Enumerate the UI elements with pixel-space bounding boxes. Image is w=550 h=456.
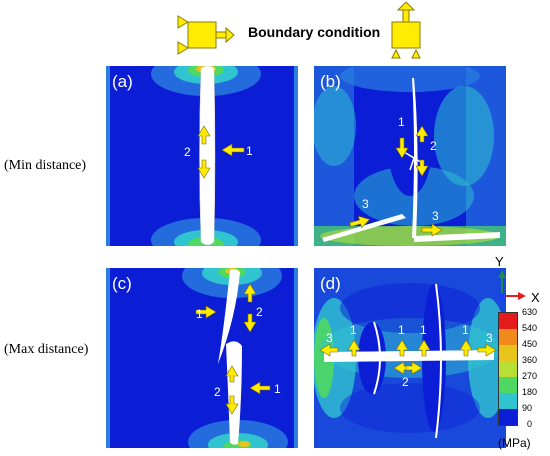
panel-c: (c) 1 2 2 1 <box>106 268 298 448</box>
panel-c-label: (c) <box>112 274 132 293</box>
legend-tick-630: 630 <box>522 307 538 317</box>
panel-d-num-1a: 1 <box>350 323 357 337</box>
panel-c-num-2a: 2 <box>256 305 263 319</box>
panel-c-num-2b: 2 <box>214 385 221 399</box>
panel-a-num-2: 2 <box>184 145 191 159</box>
panel-c-stress-field <box>106 268 298 448</box>
legend-tick-0: 0 <box>527 419 533 429</box>
legend-tick-180: 180 <box>522 387 538 397</box>
panel-b-num-3b: 3 <box>432 209 439 223</box>
legend-swatch-1 <box>498 312 518 329</box>
panel-d-num-3a: 3 <box>326 331 333 345</box>
panel-c-arrows: 1 2 2 1 <box>195 283 281 415</box>
panel-d-num-1c: 1 <box>420 323 427 337</box>
legend-swatch-2 <box>498 329 518 345</box>
panel-b: (b) 1 2 3 3 <box>314 66 506 246</box>
legend-swatch-3 <box>498 345 518 361</box>
axis-triad <box>494 256 544 306</box>
panel-d-num-3b: 3 <box>486 331 493 345</box>
legend-swatch-4 <box>498 361 518 377</box>
panel-b-num-3a: 3 <box>362 197 369 211</box>
panel-d-num-2: 2 <box>402 375 409 389</box>
legend-swatch-6 <box>498 393 518 409</box>
panel-d-stress-field <box>314 268 506 448</box>
legend-tick-450: 450 <box>522 339 538 349</box>
panel-a-label: (a) <box>112 72 133 91</box>
panel-c-num-1a: 1 <box>196 307 203 321</box>
row-label-max-distance: (Max distance) <box>4 342 89 357</box>
panel-d: (d) 3 1 1 1 2 1 3 <box>314 268 506 448</box>
axis-x-label: X <box>531 290 540 305</box>
panel-a-arrows: 2 1 <box>184 125 253 179</box>
panel-b-num-2: 2 <box>430 139 437 153</box>
panel-a-stress-field <box>106 66 298 246</box>
row-label-min-distance: (Min distance) <box>4 158 87 173</box>
panel-b-num-1: 1 <box>398 115 405 129</box>
panel-b-arrows: 1 2 3 3 <box>349 115 443 237</box>
panel-a: (a) 2 1 <box>106 66 298 246</box>
legend-swatch-5 <box>498 377 518 393</box>
panel-d-num-1d: 1 <box>462 323 469 337</box>
legend-tick-270: 270 <box>522 371 538 381</box>
legend-tick-360: 360 <box>522 355 538 365</box>
panel-b-stress-field <box>314 66 506 246</box>
legend-swatch-7 <box>498 409 518 426</box>
panel-b-label: (b) <box>320 72 341 91</box>
panel-d-num-1b: 1 <box>398 323 405 337</box>
panel-d-label: (d) <box>320 274 341 293</box>
axis-y-label: Y <box>495 254 504 269</box>
panel-d-arrows: 3 1 1 1 2 1 3 <box>319 323 497 389</box>
panel-c-num-1b: 1 <box>274 382 281 396</box>
legend-tick-90: 90 <box>522 403 533 413</box>
horizontal-boundary-icon <box>176 14 236 56</box>
panel-a-num-1: 1 <box>246 144 253 158</box>
stress-legend-bar <box>498 312 518 426</box>
legend-unit: (MPa) <box>498 436 531 450</box>
vertical-boundary-icon <box>388 2 424 60</box>
boundary-condition-title: Boundary condition <box>248 24 381 40</box>
legend-tick-540: 540 <box>522 323 538 333</box>
